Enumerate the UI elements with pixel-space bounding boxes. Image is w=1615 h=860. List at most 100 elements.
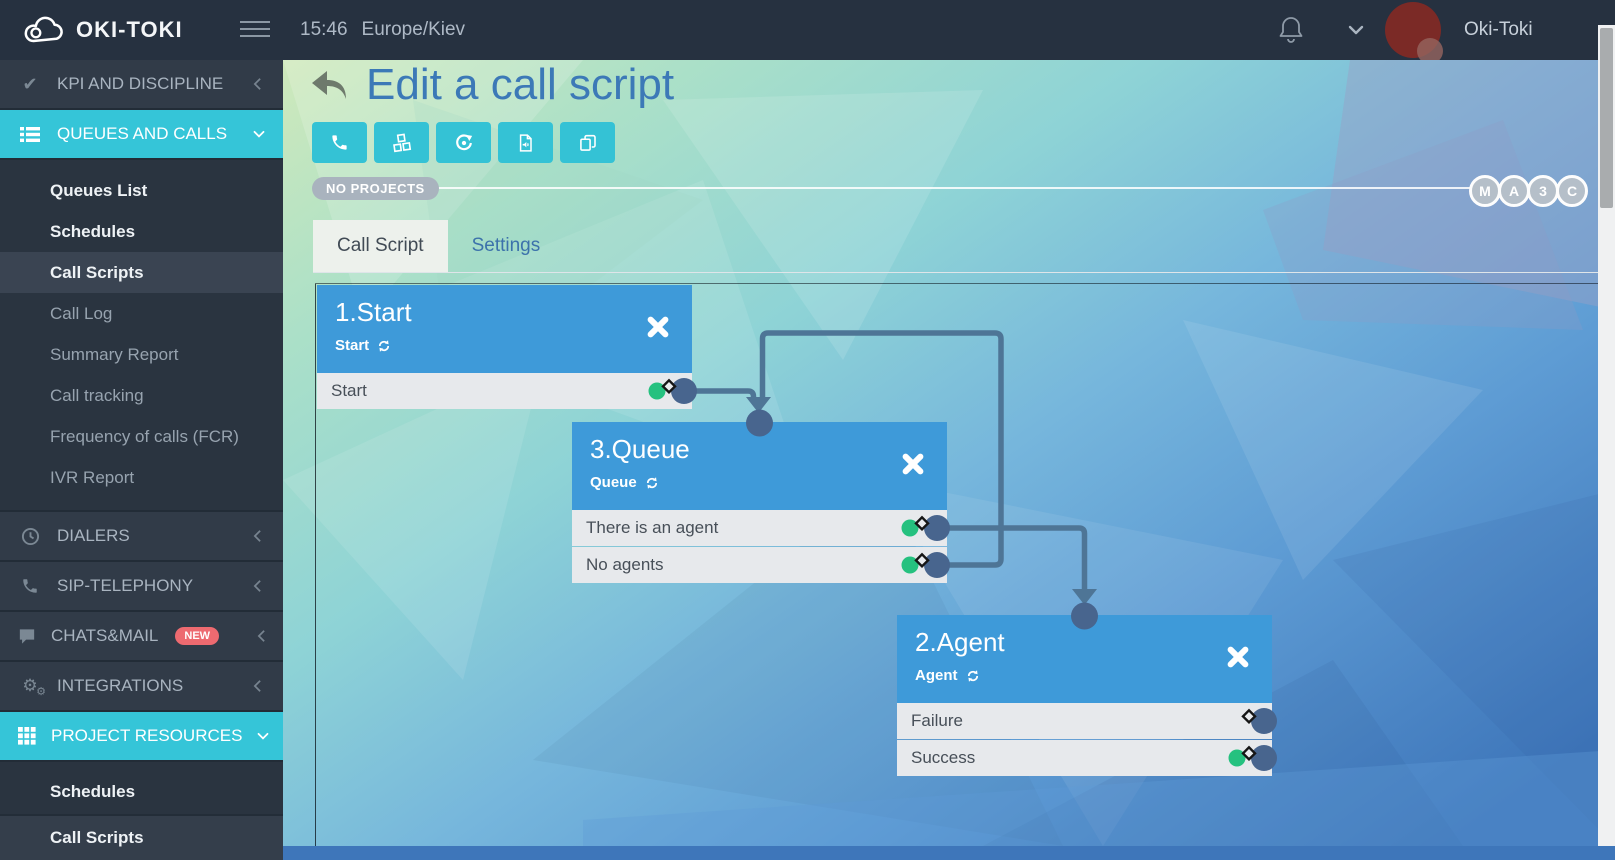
blocks-button[interactable]	[374, 122, 429, 163]
sidebar-item-ivr-report[interactable]: IVR Report	[50, 467, 135, 487]
cloud-logo-icon	[24, 16, 63, 43]
chevron-left-icon	[257, 628, 266, 644]
node-rows: There is an agent No agents	[572, 510, 947, 583]
topbar: OKI-TOKI 15:46 Europe/Kiev Oki-Toki	[0, 0, 1615, 60]
close-icon[interactable]	[901, 452, 925, 476]
node-row-label: Success	[911, 748, 976, 767]
blocks-icon	[392, 133, 411, 152]
back-button[interactable]	[310, 68, 350, 104]
clock-icon	[18, 527, 42, 546]
refresh-icon[interactable]	[966, 669, 980, 683]
node-agent: 2.Agent Agent Failure Success	[897, 615, 1272, 776]
list-icon	[18, 126, 42, 143]
node-row-success: Success	[897, 740, 1272, 776]
refresh-icon[interactable]	[377, 339, 391, 353]
clock: 15:46 Europe/Kiev	[300, 0, 465, 60]
queues-submenu: Queues List Schedules Call Scripts Call …	[0, 160, 283, 510]
avatar-status-dot	[1417, 38, 1443, 60]
chevron-down-icon	[257, 728, 269, 744]
sidebar-item-project-schedules[interactable]: Schedules	[0, 770, 283, 816]
logo: OKI-TOKI	[22, 0, 183, 60]
canvas-left-border	[315, 284, 316, 846]
node-header[interactable]: 2.Agent Agent	[897, 615, 1272, 703]
notifications-bell-icon[interactable]	[1278, 15, 1304, 45]
node-title: 3.Queue	[590, 434, 690, 464]
phone-icon	[18, 577, 42, 595]
chevron-left-icon	[253, 678, 265, 694]
sidebar-item-kpi-and-discipline[interactable]: ✔ KPI AND DISCIPLINE	[0, 60, 283, 110]
node-type-label: Start	[335, 337, 370, 354]
call-test-button[interactable]	[312, 122, 367, 163]
member-circle-m[interactable]: M	[1469, 175, 1501, 207]
chevron-left-icon	[253, 76, 265, 92]
projects-divider-line	[400, 187, 1474, 189]
sidebar-item-sip-telephony[interactable]: SIP-TELEPHONY	[0, 562, 283, 612]
close-icon[interactable]	[646, 315, 670, 339]
gears-icon: ⚙ ⚙	[22, 676, 46, 698]
tab-divider	[313, 272, 1598, 273]
member-circle-a[interactable]: A	[1498, 175, 1530, 207]
sidebar-item-dialers[interactable]: DIALERS	[0, 510, 283, 562]
sidebar-item-label: QUEUES AND CALLS	[57, 124, 228, 143]
sidebar-item-label: DIALERS	[57, 526, 130, 545]
node-type-label: Queue	[590, 474, 637, 491]
node-row-start: Start	[317, 373, 692, 409]
sidebar-item-label: INTEGRATIONS	[57, 676, 184, 695]
close-icon[interactable]	[1226, 645, 1250, 669]
copy-button[interactable]	[560, 122, 615, 163]
sidebar-item-label: KPI AND DISCIPLINE	[57, 74, 224, 93]
project-resources-submenu: Schedules Call Scripts	[0, 762, 283, 860]
node-row-there-is-an-agent: There is an agent	[572, 510, 947, 546]
node-header[interactable]: 3.Queue Queue	[572, 422, 947, 510]
node-row-label: No agents	[586, 555, 664, 574]
node-type-label: Agent	[915, 667, 958, 684]
member-circle-3[interactable]: 3	[1527, 175, 1559, 207]
node-row-label: There is an agent	[586, 518, 719, 537]
node-title: 2.Agent	[915, 627, 1005, 657]
sidebar-item-queues-list[interactable]: Queues List	[50, 180, 148, 200]
sidebar-item-project-resources[interactable]: PROJECT RESOURCES	[0, 712, 283, 762]
sidebar-item-chats-and-mail[interactable]: CHATS&MAIL NEW	[0, 612, 283, 662]
sidebar-item-schedules[interactable]: Schedules	[50, 221, 136, 241]
copy-icon	[579, 134, 596, 151]
grid-icon	[18, 727, 36, 745]
sidebar-item-call-scripts[interactable]: Call Scripts	[0, 252, 283, 293]
page-title: Edit a call script	[366, 60, 675, 109]
tab-settings[interactable]: Settings	[471, 235, 541, 256]
node-header[interactable]: 1.Start Start	[317, 285, 692, 373]
projects-badge: NO PROJECTS	[312, 177, 439, 200]
audio-file-button[interactable]	[498, 122, 553, 163]
hamburger-menu-icon[interactable]	[240, 21, 270, 37]
sidebar-item-queues-and-calls[interactable]: QUEUES AND CALLS	[0, 110, 283, 160]
timezone: Europe/Kiev	[361, 19, 466, 40]
history-icon	[455, 133, 472, 150]
member-circle-c[interactable]: C	[1556, 175, 1588, 207]
sidebar-item-label: PROJECT RESOURCES	[51, 726, 243, 745]
account-chevron-down-icon[interactable]	[1348, 25, 1364, 36]
canvas-top-border	[315, 283, 1598, 284]
check-icon: ✔	[22, 73, 38, 94]
audio-file-icon	[519, 133, 532, 152]
node-row-label: Failure	[911, 711, 963, 730]
sidebar-item-label: CHATS&MAIL	[51, 626, 159, 645]
refresh-icon[interactable]	[645, 476, 659, 490]
sidebar-item-project-call-scripts[interactable]: Call Scripts	[0, 816, 283, 860]
account-name[interactable]: Oki-Toki	[1464, 19, 1533, 40]
logo-text: OKI-TOKI	[76, 17, 183, 42]
sidebar-item-integrations[interactable]: ⚙ ⚙ INTEGRATIONS	[0, 662, 283, 712]
sidebar-item-summary-report[interactable]: Summary Report	[50, 344, 179, 364]
sidebar-item-call-log[interactable]: Call Log	[50, 303, 113, 323]
current-time: 15:46	[300, 19, 348, 40]
avatar[interactable]	[1385, 2, 1443, 60]
node-title: 1.Start	[335, 297, 412, 327]
scrollbar-thumb[interactable]	[1600, 28, 1613, 208]
sidebar-item-frequency-of-calls[interactable]: Frequency of calls (FCR)	[50, 426, 239, 446]
history-button[interactable]	[436, 122, 491, 163]
member-circles: M A 3 C	[1469, 175, 1588, 207]
node-start: 1.Start Start Start	[317, 285, 692, 409]
chat-bubble-icon	[18, 628, 36, 645]
chevron-left-icon	[253, 578, 265, 594]
tab-call-script[interactable]: Call Script	[313, 220, 448, 272]
sidebar-item-call-tracking[interactable]: Call tracking	[50, 385, 144, 405]
scrollbar-track[interactable]	[1598, 25, 1615, 846]
